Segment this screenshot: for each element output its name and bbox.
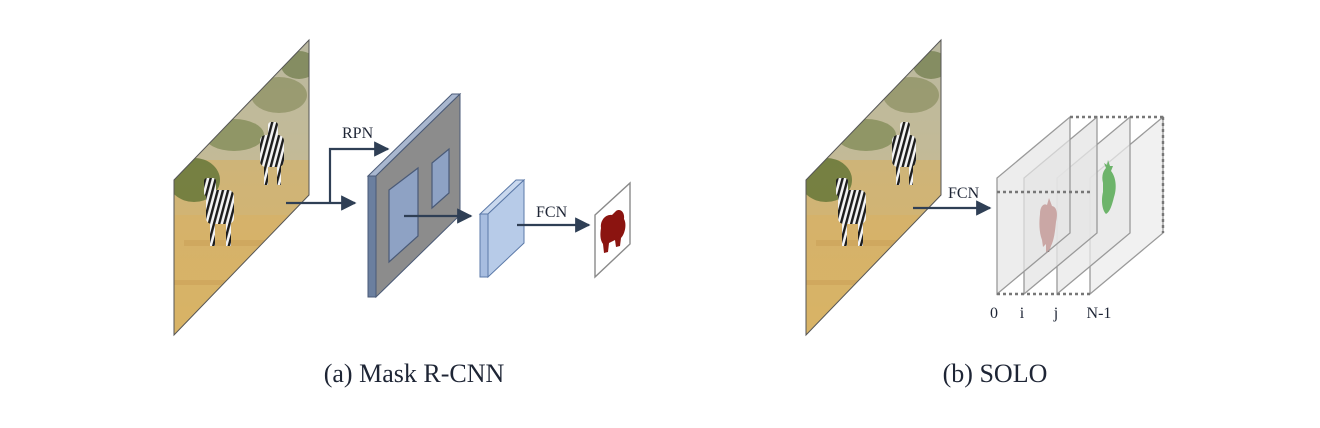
- caption-a: (a) Mask R-CNN: [324, 359, 505, 388]
- channel-label-j: j: [1053, 305, 1058, 322]
- rpn-label: RPN: [342, 125, 374, 142]
- input-image-a: [168, 40, 317, 335]
- input-image-b: [800, 40, 949, 335]
- channel-stack-dotted-outline: [997, 115, 1165, 296]
- roi-box-2: [431, 147, 450, 210]
- instance-mask-icon: [600, 209, 626, 253]
- fcn-label-b: FCN: [948, 185, 980, 202]
- arrow-image-to-backbone: [286, 141, 390, 211]
- panel-mask-rcnn: RPN FCN (a) Mask R-CNN: [168, 40, 631, 388]
- caption-b: (b) SOLO: [943, 359, 1048, 388]
- channel-label-0: 0: [990, 305, 998, 322]
- feature-map-block: [366, 92, 462, 299]
- savanna-photo-icon: [800, 40, 949, 335]
- roi-box-1: [388, 166, 419, 264]
- fcn-label-a: FCN: [536, 204, 568, 221]
- channel-label-i: i: [1020, 305, 1025, 322]
- channel-label-n-minus-1: N-1: [1087, 305, 1112, 322]
- green-instance-mask-icon: [1102, 160, 1116, 214]
- savanna-photo-icon: [168, 40, 317, 335]
- roi-feature-slab: [478, 178, 526, 279]
- output-mask-card: [594, 181, 631, 279]
- solo-output-channels: [996, 115, 1165, 296]
- panel-solo: FCN 0 i j N-1 (b) SOLO: [800, 40, 1165, 388]
